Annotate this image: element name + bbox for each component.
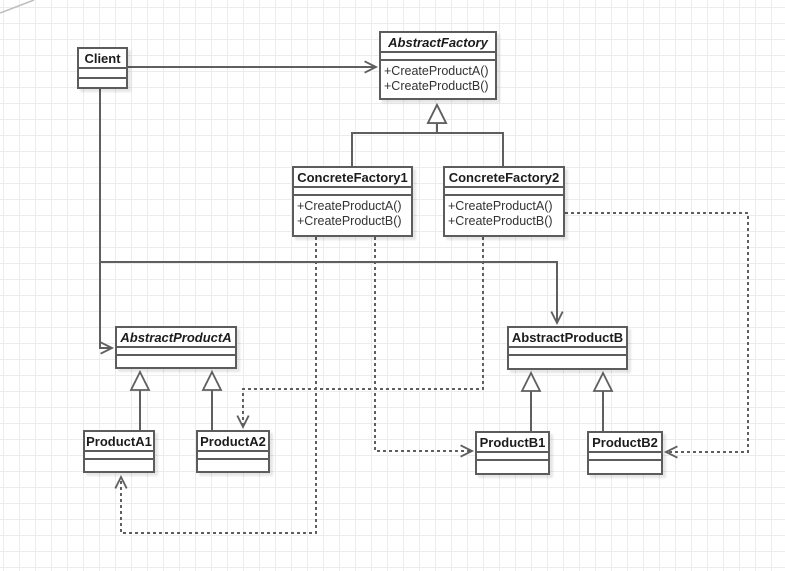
- edge-association-Client-AbstractProductA[interactable]: [99, 89, 115, 355]
- class-box-concrete-factory-1[interactable]: ConcreteFactory1 +CreateProductA() +Crea…: [292, 166, 413, 237]
- methods-compartment: [85, 460, 153, 471]
- method-entry: +CreateProductB(): [297, 214, 402, 228]
- class-title: Client: [79, 49, 126, 69]
- attributes-compartment: [198, 452, 268, 460]
- page-corner-line: [0, 0, 35, 14]
- class-box-product-b2[interactable]: ProductB2: [587, 431, 663, 475]
- methods-compartment: +CreateProductA() +CreateProductB(): [294, 196, 411, 235]
- edge-generalization-ConcreteFactory2-AbstractFactory[interactable]: [426, 102, 504, 166]
- class-title: AbstractProductB: [509, 328, 626, 348]
- method-entry: +CreateProductA(): [384, 64, 489, 78]
- class-box-product-a2[interactable]: ProductA2: [196, 430, 270, 473]
- class-title: ProductA2: [198, 432, 268, 452]
- edge-dependency-ConcreteFactory1-ProductB1[interactable]: [374, 237, 475, 458]
- edge-dependency-ConcreteFactory2-ProductB2[interactable]: [565, 212, 749, 459]
- methods-compartment: [509, 356, 626, 368]
- class-box-abstract-product-a[interactable]: AbstractProductA: [115, 326, 237, 369]
- method-entry: +CreateProductA(): [297, 199, 402, 213]
- class-box-abstract-product-b[interactable]: AbstractProductB: [507, 326, 628, 370]
- edge-dependency-ConcreteFactory1-ProductA1[interactable]: [114, 237, 317, 534]
- edge-dependency-ConcreteFactory2-ProductA2[interactable]: [236, 237, 484, 430]
- class-box-product-a1[interactable]: ProductA1: [83, 430, 155, 473]
- attributes-compartment: [589, 453, 661, 461]
- attributes-compartment: [117, 348, 235, 356]
- class-title: ProductB1: [477, 433, 548, 453]
- attributes-compartment: [445, 188, 563, 196]
- class-title: ProductA1: [85, 432, 153, 452]
- methods-compartment: +CreateProductA() +CreateProductB(): [381, 61, 495, 98]
- method-entry: +CreateProductB(): [448, 214, 553, 228]
- attributes-compartment: [477, 453, 548, 461]
- class-box-concrete-factory-2[interactable]: ConcreteFactory2 +CreateProductA() +Crea…: [443, 166, 565, 237]
- methods-compartment: [198, 460, 268, 471]
- attributes-compartment: [381, 53, 495, 61]
- class-title: ConcreteFactory1: [294, 168, 411, 188]
- class-box-abstract-factory[interactable]: AbstractFactory +CreateProductA() +Creat…: [379, 31, 497, 100]
- methods-compartment: +CreateProductA() +CreateProductB(): [445, 196, 563, 235]
- class-title: ProductB2: [589, 433, 661, 453]
- class-title: AbstractFactory: [381, 33, 495, 53]
- class-box-client[interactable]: Client: [77, 47, 128, 89]
- method-entry: +CreateProductA(): [448, 199, 553, 213]
- methods-compartment: [589, 461, 661, 473]
- method-entry: +CreateProductB(): [384, 79, 489, 93]
- class-box-product-b1[interactable]: ProductB1: [475, 431, 550, 475]
- attributes-compartment: [85, 452, 153, 460]
- class-title: AbstractProductA: [117, 328, 235, 348]
- methods-compartment: [79, 79, 126, 87]
- attributes-compartment: [79, 69, 126, 79]
- attributes-compartment: [294, 188, 411, 196]
- edge-association-Client-AbstractProductB[interactable]: [99, 89, 564, 326]
- edge-generalization-ConcreteFactory1-AbstractFactory[interactable]: [351, 102, 448, 166]
- methods-compartment: [477, 461, 548, 473]
- class-title: ConcreteFactory2: [445, 168, 563, 188]
- attributes-compartment: [509, 348, 626, 356]
- methods-compartment: [117, 356, 235, 367]
